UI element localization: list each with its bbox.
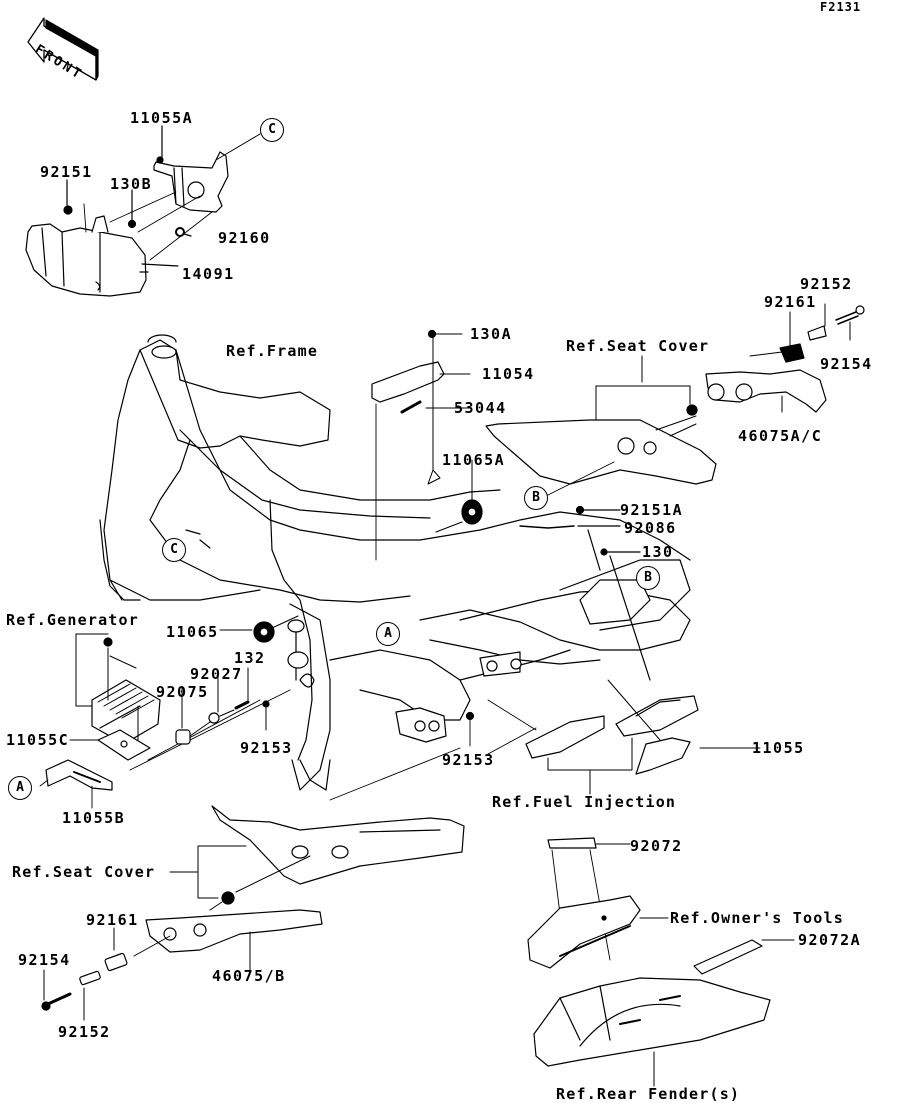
part-label-92154-bottom[interactable]: 92154 — [18, 951, 71, 969]
part-label-92154-top[interactable]: 92154 — [820, 355, 873, 373]
part-bracket-46075AC — [705, 305, 865, 413]
callout-b-seat[interactable]: B — [524, 486, 548, 510]
part-bracket-11055A — [153, 151, 229, 213]
callout-c-frame[interactable]: C — [162, 538, 186, 562]
part-seat-bracket-top — [485, 404, 717, 485]
ref-label-seat-cover-top[interactable]: Ref.Seat Cover — [566, 337, 710, 355]
part-label-14091[interactable]: 14091 — [182, 265, 235, 283]
part-label-92153-left[interactable]: 92153 — [240, 739, 293, 757]
part-label-11065[interactable]: 11065 — [166, 623, 219, 641]
part-label-92086[interactable]: 92086 — [624, 519, 677, 537]
part-92072A-strap — [693, 939, 763, 975]
part-bracket-11055C — [97, 729, 151, 761]
part-label-92152-bottom[interactable]: 92152 — [58, 1023, 111, 1041]
part-label-92151A[interactable]: 92151A — [620, 501, 684, 519]
part-label-11055[interactable]: 11055 — [752, 739, 805, 757]
part-grommet-11065A — [461, 499, 483, 525]
part-label-92072A[interactable]: 92072A — [798, 931, 862, 949]
ref-label-generator[interactable]: Ref.Generator — [6, 611, 139, 629]
ref-label-fuel-injection[interactable]: Ref.Fuel Injection — [492, 793, 677, 811]
figure-code: F2131 — [820, 0, 862, 14]
part-label-11065A[interactable]: 11065A — [442, 451, 506, 469]
part-label-46075B[interactable]: 46075/B — [212, 967, 286, 985]
part-label-130B[interactable]: 130B — [110, 175, 153, 193]
part-frame — [99, 334, 691, 791]
part-seat-bracket-bottom — [211, 805, 465, 885]
part-label-130[interactable]: 130 — [642, 543, 674, 561]
part-bracket-11055B — [45, 759, 113, 791]
part-92072-pad — [547, 837, 597, 849]
callout-a-frame[interactable]: A — [376, 622, 400, 646]
ref-label-frame[interactable]: Ref.Frame — [226, 342, 319, 360]
part-label-92075[interactable]: 92075 — [156, 683, 209, 701]
ref-label-seat-cover-bottom[interactable]: Ref.Seat Cover — [12, 863, 156, 881]
part-bracket-46075B — [145, 909, 323, 953]
part-label-92153-mid[interactable]: 92153 — [442, 751, 495, 769]
part-label-92152-top[interactable]: 92152 — [800, 275, 853, 293]
callout-a-bracket[interactable]: A — [8, 776, 32, 800]
part-label-130A[interactable]: 130A — [470, 325, 513, 343]
part-owners-tools-bag — [527, 895, 641, 969]
part-label-53044[interactable]: 53044 — [454, 399, 507, 417]
part-label-46075AC[interactable]: 46075A/C — [738, 427, 823, 445]
front-arrow-icon — [27, 17, 99, 81]
part-bracket-11054 — [371, 329, 445, 414]
part-cover-14091 — [25, 215, 147, 297]
part-label-92151[interactable]: 92151 — [40, 163, 93, 181]
part-regulator — [91, 637, 161, 745]
part-label-11055C[interactable]: 11055C — [6, 731, 70, 749]
part-label-92161-bottom[interactable]: 92161 — [86, 911, 139, 929]
part-label-132[interactable]: 132 — [234, 649, 266, 667]
part-label-92161-top[interactable]: 92161 — [764, 293, 817, 311]
part-grommet-11065 — [253, 621, 275, 643]
part-rear-fender — [533, 977, 771, 1067]
part-label-11055A[interactable]: 11055A — [130, 109, 194, 127]
callout-c-top[interactable]: C — [260, 118, 284, 142]
ref-label-owners-tools[interactable]: Ref.Owner's Tools — [670, 909, 844, 927]
part-bracket-11055 — [525, 695, 699, 775]
ref-label-rear-fender[interactable]: Ref.Rear Fender(s) — [556, 1085, 741, 1103]
part-label-92072[interactable]: 92072 — [630, 837, 683, 855]
part-label-92027[interactable]: 92027 — [190, 665, 243, 683]
part-label-11055B[interactable]: 11055B — [62, 809, 126, 827]
part-label-92160[interactable]: 92160 — [218, 229, 271, 247]
part-label-11054[interactable]: 11054 — [482, 365, 535, 383]
callout-b-frame[interactable]: B — [636, 566, 660, 590]
